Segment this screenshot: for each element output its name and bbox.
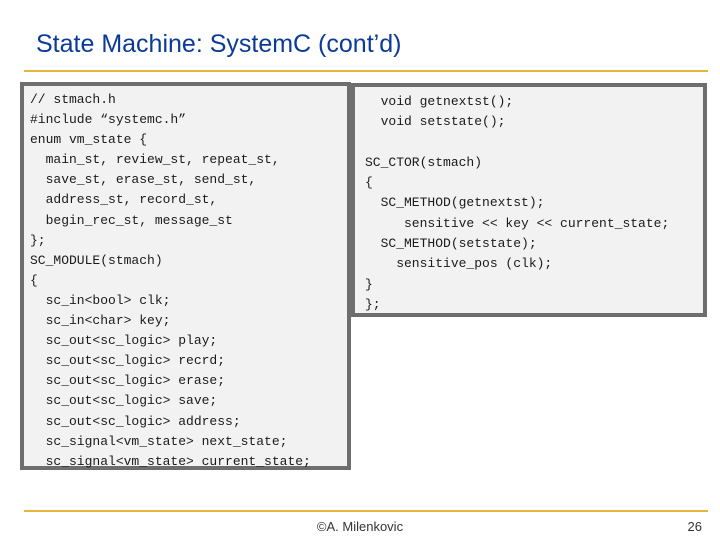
code-line: enum vm_state {: [30, 132, 148, 148]
code-line: SC_METHOD(setstate);: [365, 236, 537, 252]
code-line: #include “systemc.h”: [30, 112, 187, 128]
code-line: {: [30, 272, 38, 288]
code-line: sensitive_pos (clk);: [365, 256, 553, 272]
code-line: sc_out<sc_logic> address;: [30, 413, 241, 429]
code-line: // stmach.h: [30, 92, 116, 107]
code-line: sc_out<sc_logic> recrd;: [30, 353, 226, 369]
code-line: begin_rec_st, message_st: [30, 212, 233, 228]
code-line: {: [365, 175, 373, 191]
code-line: address_st, record_st,: [30, 192, 218, 208]
code-line: void setstate();: [365, 114, 506, 130]
code-line: sc_out<sc_logic> play;: [30, 333, 218, 349]
code-line: sc_out<sc_logic> save;: [30, 393, 218, 409]
header-code-block: // stmach.h #include “systemc.h” enum vm…: [20, 82, 351, 470]
code-line: SC_METHOD(getnextst);: [365, 195, 545, 211]
code-line: SC_MODULE(stmach): [30, 252, 163, 268]
code-line: SC_CTOR(stmach): [365, 154, 483, 170]
constructor-code-block: void getnextst(); void setstate(); SC_CT…: [351, 83, 707, 317]
code-line: sc_out<sc_logic> erase;: [30, 373, 226, 389]
code-line: save_st, erase_st, send_st,: [30, 172, 257, 188]
code-line: }: [365, 276, 373, 292]
code-line: sc_signal<vm_state> current_state;: [30, 453, 311, 469]
code-line: [365, 133, 703, 153]
code-line: sensitive << key << current_state;: [365, 215, 670, 231]
code-line: };: [30, 232, 46, 248]
code-line: sc_in<bool> clk;: [30, 292, 171, 308]
footer-divider: [24, 510, 708, 512]
footer-author: ©A. Milenkovic: [316, 519, 404, 534]
code-line: sc_in<char> key;: [30, 313, 171, 329]
code-line: sc_signal<vm_state> next_state;: [30, 433, 288, 449]
code-line: void getnextst();: [365, 94, 514, 109]
slide-title: State Machine: SystemC (cont’d): [36, 30, 402, 58]
code-line: main_st, review_st, repeat_st,: [30, 152, 280, 168]
title-divider: [24, 70, 708, 72]
code-line: };: [365, 296, 381, 312]
page-number: 26: [687, 519, 702, 534]
